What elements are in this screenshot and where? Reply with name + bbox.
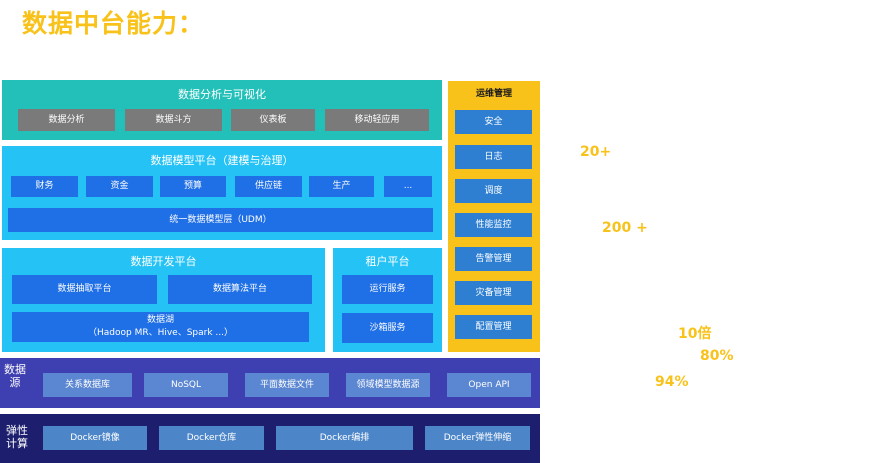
data-analysis-button[interactable]: 数据分析 [18, 109, 115, 131]
model-budget-button[interactable]: 预算 [160, 176, 226, 197]
ops-disaster-recovery-button[interactable]: 灾备管理 [455, 281, 532, 305]
docker-orchestration-button[interactable]: Docker编排 [276, 426, 413, 450]
model-more-button[interactable]: ... [384, 176, 432, 197]
page-title: 数据中台能力： [22, 9, 205, 38]
open-api-button[interactable]: Open API [447, 373, 531, 397]
tenant-title: 租户平台 [365, 255, 410, 268]
data-lake-label: 数据湖 [146, 315, 174, 325]
udm-layer-button[interactable]: 统一数据模型层（UDM） [8, 208, 433, 232]
stat-2: 200 + [602, 220, 648, 236]
model-supply-chain-button[interactable]: 供应链 [235, 176, 302, 197]
stat-5: 94% [655, 374, 689, 390]
ops-alert-button[interactable]: 告警管理 [455, 247, 532, 271]
docker-autoscale-button[interactable]: Docker弹性伸缩 [425, 426, 530, 450]
runtime-service-button[interactable]: 运行服务 [342, 275, 433, 304]
ops-panel: 运维管理 安全 日志 调度 性能监控 告警管理 灾备管理 配置管理 [448, 81, 540, 352]
stat-4: 80% [700, 348, 734, 364]
stat-1: 20+ [580, 144, 612, 160]
model-production-button[interactable]: 生产 [309, 176, 374, 197]
ops-title: 运维管理 [475, 89, 512, 99]
model-funds-button[interactable]: 资金 [86, 176, 153, 197]
domain-model-source-button[interactable]: 领域模型数据源 [346, 373, 430, 397]
ops-log-button[interactable]: 日志 [455, 145, 532, 169]
dev-platform-panel: 数据开发平台 数据抽取平台 数据算法平台 数据湖 （Hadoop MR、Hive… [2, 248, 325, 352]
datasource-label-line1: 数据 [4, 363, 26, 376]
analytics-panel: 数据分析与可视化 数据分析 数据斗方 仪表板 移动轻应用 [2, 80, 442, 140]
sandbox-service-button[interactable]: 沙箱服务 [342, 313, 433, 343]
mobile-app-button[interactable]: 移动轻应用 [325, 109, 429, 131]
ops-config-button[interactable]: 配置管理 [455, 315, 532, 339]
model-panel: 数据模型平台（建模与治理） 财务 资金 预算 供应链 生产 ... 统一数据模型… [2, 146, 442, 240]
datasource-label-line2: 源 [9, 376, 21, 389]
data-doufang-button[interactable]: 数据斗方 [125, 109, 222, 131]
compute-label-line2: 计算 [6, 437, 28, 450]
relational-db-button[interactable]: 关系数据库 [43, 373, 132, 397]
ops-schedule-button[interactable]: 调度 [455, 179, 532, 203]
analytics-title: 数据分析与可视化 [178, 88, 266, 101]
flat-file-button[interactable]: 平面数据文件 [245, 373, 329, 397]
tenant-panel: 租户平台 运行服务 沙箱服务 [333, 248, 442, 352]
ops-security-button[interactable]: 安全 [455, 110, 532, 134]
data-algorithm-button[interactable]: 数据算法平台 [168, 275, 312, 304]
docker-registry-button[interactable]: Docker仓库 [159, 426, 264, 450]
compute-label-line1: 弹性 [6, 424, 28, 437]
datasource-label: 数据 源 [4, 363, 26, 389]
compute-panel: 弹性 计算 Docker镜像 Docker仓库 Docker编排 Docker弹… [0, 414, 540, 463]
nosql-button[interactable]: NoSQL [144, 373, 228, 397]
model-title: 数据模型平台（建模与治理） [150, 154, 294, 167]
dev-platform-title: 数据开发平台 [130, 255, 197, 268]
model-finance-button[interactable]: 财务 [11, 176, 78, 197]
data-extraction-button[interactable]: 数据抽取平台 [12, 275, 157, 304]
data-lake-button[interactable]: 数据湖 （Hadoop MR、Hive、Spark ...） [12, 312, 309, 342]
datasource-panel: 数据 源 关系数据库 NoSQL 平面数据文件 领域模型数据源 Open API [0, 358, 540, 408]
docker-image-button[interactable]: Docker镜像 [43, 426, 147, 450]
data-lake-engines: （Hadoop MR、Hive、Spark ...） [87, 328, 234, 338]
dashboard-button[interactable]: 仪表板 [231, 109, 315, 131]
compute-label: 弹性 计算 [2, 424, 32, 450]
ops-performance-button[interactable]: 性能监控 [455, 213, 532, 237]
stat-3: 10倍 [678, 326, 712, 342]
